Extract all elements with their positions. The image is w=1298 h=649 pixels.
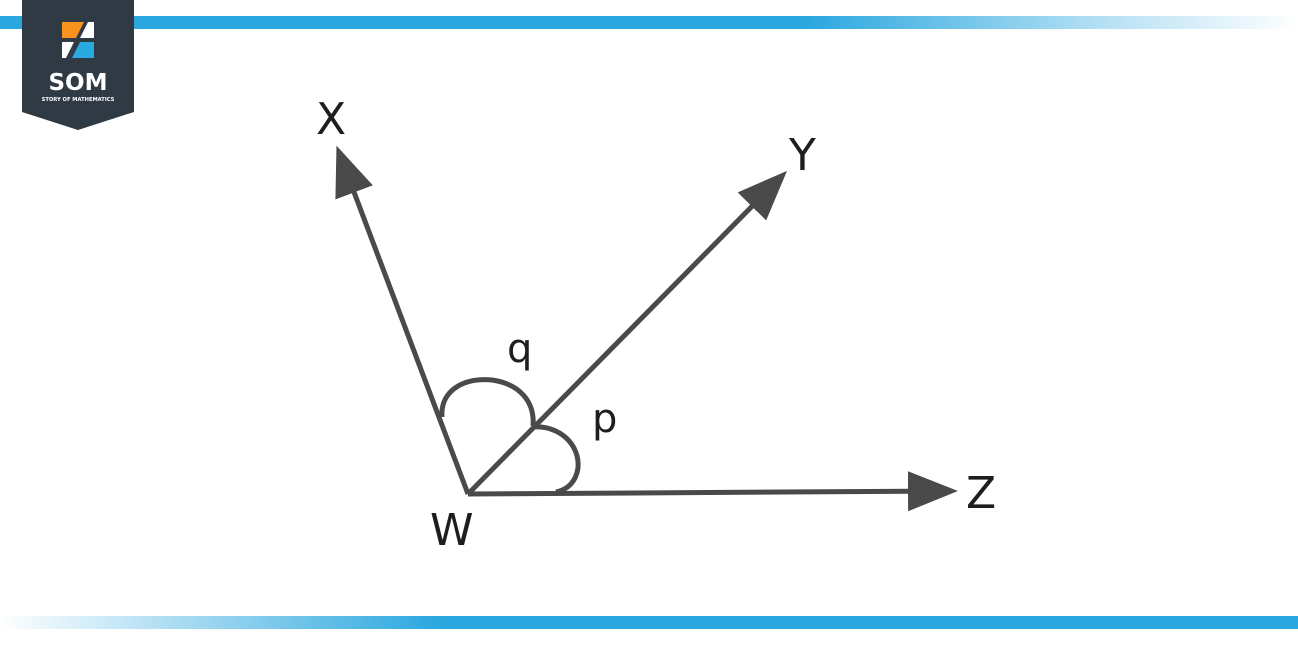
logo-wordmark: SOM: [48, 70, 107, 96]
angle-arc-p: [532, 424, 581, 495]
logo-badge: [22, 0, 134, 130]
point-label-y: Y: [788, 130, 816, 181]
angle-label-p: p: [592, 396, 617, 442]
angle-label-q: q: [507, 326, 532, 372]
point-label-z: Z: [966, 468, 996, 519]
ray-wz: [467, 471, 958, 512]
logo-mark-icon: [62, 22, 94, 58]
ray-wx: [335, 145, 471, 495]
som-logo: SOM STORY OF MATHEMATICS: [22, 0, 134, 130]
point-label-w: W: [430, 505, 474, 556]
logo-tagline: STORY OF MATHEMATICS: [42, 97, 115, 103]
angle-arc-q: [439, 377, 536, 427]
ray-wy: [466, 170, 788, 496]
point-label-x: X: [316, 94, 346, 145]
bottom-accent-band: [0, 616, 1298, 629]
top-accent-band: [0, 16, 1298, 29]
